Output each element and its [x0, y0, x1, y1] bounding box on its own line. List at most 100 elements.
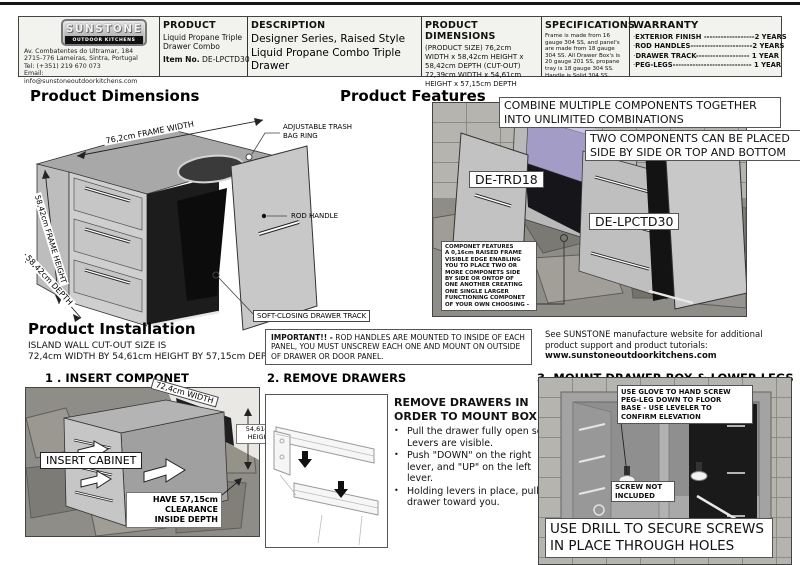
support-note: See SUNSTONE manufacture website for add… [545, 330, 790, 362]
cutout-size-note: ISLAND WALL CUT-OUT SIZE IS 72,4cm WIDTH… [28, 341, 279, 363]
componet-note-line: VISIBLE EDGE ENABLING [445, 256, 521, 263]
bullet-text: Holding levers in place, pull drawer tow… [407, 485, 539, 509]
bullet-text: Pull the drawer fully open so Levers are… [407, 426, 543, 449]
address-line: Tel: (+351) 219 670 073 [24, 62, 101, 70]
description-title: DESCRIPTION [251, 20, 326, 31]
note-heading-line: ORDER TO MOUNT BOX [394, 409, 538, 423]
componet-note-line: FUNCTIONING COMPONET [445, 295, 526, 302]
screw-note-line: SCREW NOT [615, 483, 663, 491]
support-line: product support and product tutorials: [545, 340, 708, 351]
componet-note-line: MORE COMPONETS SIDE [445, 269, 521, 276]
warranty-item: ·EXTERIOR FINISH ------------------2 YEA… [633, 33, 787, 42]
important-note: IMPORTANT!! - ROD HANDLES ARE MOUNTED TO… [265, 329, 532, 365]
support-url: www.sunstoneoutdoorkitchens.com [545, 351, 717, 361]
brand-logo: SUNSTONE OUTDOOR KITCHENS [61, 19, 147, 46]
top-rule [0, 2, 800, 5]
dimensions-diagram: 76,2cm FRAME WIDTH 58,42cm FRAME HEIGHT … [15, 106, 400, 333]
logo-brand-text: SUNSTONE [65, 23, 143, 35]
componet-note-line: A 0,16cm RAISED FRAME [445, 250, 522, 257]
bracket-hole [279, 454, 285, 460]
bullet-icon: · [633, 51, 636, 60]
cutout-line: 72,4cm WIDTH BY 54,61cm HEIGHT BY 57,15c… [28, 352, 279, 362]
componet-note-line: BY SIDE OR ONTOP OF [445, 276, 514, 283]
item-number-row: Item No. DE-LPCTD30 [163, 55, 250, 65]
dimensions-text: (PRODUCT SIZE) 76,2cm WIDTH x 58,42cm HE… [425, 44, 524, 88]
description-column: DESCRIPTION Designer Series, Raised Styl… [251, 20, 417, 74]
leader-circle [212, 271, 220, 279]
logo-subtitle-text: OUTDOOR KITCHENS [65, 36, 143, 44]
mount-rails [578, 423, 606, 495]
height-line: 54,61cm [245, 425, 275, 433]
cutout-line: ISLAND WALL CUT-OUT SIZE IS [28, 341, 167, 351]
leader-circle [245, 153, 253, 161]
glove-note-line: USE GLOVE TO HAND SCREW [621, 388, 731, 396]
address-line: Av. Combatentes do Ultramar, 184 [24, 48, 134, 55]
product-name: Liquid Propane Triple Drawer Combo [163, 33, 243, 52]
important-text: ROD HANDLES ARE MOUNTED TO INSIDE OF EAC… [271, 333, 525, 361]
dimensions-section-heading: Product Dimensions [30, 87, 200, 105]
lever-arrow-icons [298, 451, 348, 498]
bullet-icon: · [633, 33, 636, 41]
drawer-fronts [73, 177, 143, 313]
bullet-icon: · [633, 60, 636, 69]
step2-heading: 2. REMOVE DRAWERS [267, 371, 407, 385]
warranty-item: ·DRAWER TRACK------------------- 1 YEAR [633, 52, 779, 61]
specifications-title: SPECIFICATIONS [545, 20, 636, 31]
header-divider [629, 17, 630, 76]
specifications-column: SPECIFICATIONS Frame is made from 16 gau… [545, 20, 636, 79]
glove-note: USE GLOVE TO HAND SCREW PEG-LEG DOWN TO … [617, 385, 753, 424]
componet-note-line: ONE SINGLE LARGER [445, 288, 509, 295]
address-line: 2715-776 Lameiras, Sintra, Portugal [24, 55, 138, 63]
warranty-item: ·PEG-LEGS---------------------------- 1 … [633, 60, 782, 70]
glove-note-line: PEG-LEG DOWN TO FLOOR [621, 396, 722, 405]
product-column-title: PRODUCT [163, 20, 216, 31]
features-figure: COMBINE MULTIPLE COMPONENTS TOGETHER INT… [432, 97, 800, 317]
dimensions-title: PRODUCT DIMENSIONS [425, 20, 496, 42]
warranty-item-text: PEG-LEGS---------------------------- 1 Y… [635, 60, 782, 69]
product-column: PRODUCT Liquid Propane Triple Drawer Com… [163, 20, 250, 65]
trash-ring-callout: ADJUSTABLE TRASH BAG RING [283, 123, 353, 140]
warranty-title: WARRANTY [633, 20, 699, 31]
glove-note-line: BASE - USE LEVELER TO [621, 404, 712, 413]
step2-instructions: REMOVE DRAWERS IN ORDER TO MOUNT BOX • Pu… [394, 396, 546, 510]
bullet-icon: • [394, 485, 399, 495]
address-line: Email: info@sunstoneoutdoorkitchens.com [24, 70, 138, 85]
height-line: HEIGHT [247, 432, 273, 441]
warranty-item-text: DRAWER TRACK------------------- 1 YEAR [635, 51, 779, 60]
drill-note: USE DRILL TO SECURE SCREWS IN PLACE THRO… [545, 518, 773, 558]
item-number-value: DE-LPCTD30 [202, 55, 250, 65]
glove-note-line: CONFIRM ELEVATION [621, 412, 701, 421]
side-by-side-note: TWO COMPONENTS CAN BE PLACED SIDE BY SID… [585, 130, 800, 161]
description-text: Designer Series, Raised Style Liquid Pro… [251, 33, 406, 72]
logo-frame: SUNSTONE OUTDOOR KITCHENS [61, 19, 147, 46]
left-bracket [273, 430, 291, 476]
warranty-item-text: EXTERIOR FINISH ------------------2 YEAR… [635, 33, 787, 41]
model-label-de-lpctd30: DE-LPCTD30 [589, 213, 680, 230]
leader-circle [560, 234, 568, 242]
componet-note-line: COMPONET FEATURES [445, 244, 514, 250]
drill-note-line: USE DRILL TO SECURE SCREWS [550, 521, 764, 537]
warranty-item: ·ROD HANDLES----------------------2 YEAR… [633, 42, 784, 51]
dimensions-column: PRODUCT DIMENSIONS (PRODUCT SIZE) 76,2cm… [425, 20, 537, 89]
componet-note-line: ONE ANOTHER CREATING [445, 282, 523, 289]
componet-leader [528, 241, 565, 305]
header-divider [541, 17, 542, 76]
warranty-column: WARRANTY ·EXTERIOR FINISH --------------… [633, 20, 787, 70]
drawer-rail [648, 289, 694, 305]
step2-bullet-list: • Pull the drawer fully open so Levers ar… [394, 426, 546, 509]
note-heading-line: REMOVE DRAWERS IN [394, 396, 529, 409]
header-divider [159, 17, 160, 76]
sketch-lines [275, 433, 379, 546]
bullet-text: Push "DOWN" on the right lever, and "UP"… [407, 450, 532, 484]
clearance-line: CLEARANCE [164, 505, 218, 514]
installation-section-heading: Product Installation [28, 320, 196, 338]
drawer-track-rim [146, 310, 220, 328]
cabinet-isometric-drawing [24, 118, 318, 331]
bullet-icon: • [394, 426, 399, 435]
soft-closing-track-callout: SOFT-CLOSING DRAWER TRACK [253, 310, 371, 322]
bullet-icon: • [394, 450, 399, 459]
clearance-line: HAVE 57,15cm [152, 495, 218, 504]
rod-handle-callout: ROD HANDLE [291, 212, 338, 220]
open-dark-door [689, 400, 757, 538]
